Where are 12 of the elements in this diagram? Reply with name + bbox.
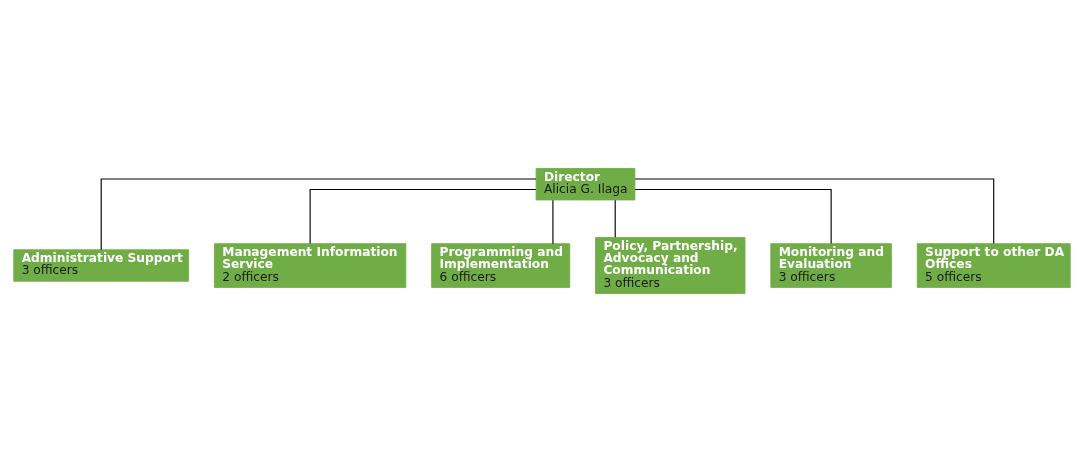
node-box: Management Information Service 2 officers xyxy=(213,243,407,288)
node-box: Policy, Partnership, Advocacy and Communication 3 officers xyxy=(595,237,746,294)
node-box: Support to other DA Offices 5 officers xyxy=(916,243,1071,288)
node-box: Monitoring and Evaluation 3 officers xyxy=(770,243,892,288)
node-box: Programming and Implementation 6 officers xyxy=(431,243,571,288)
connector xyxy=(634,178,995,245)
connector xyxy=(634,188,832,245)
connector xyxy=(309,188,537,245)
node-box: Administrative Support 3 officers xyxy=(13,249,190,282)
connector xyxy=(100,178,537,251)
node-box: Director Alicia G. Ilaga xyxy=(535,168,636,201)
connector xyxy=(614,199,616,238)
